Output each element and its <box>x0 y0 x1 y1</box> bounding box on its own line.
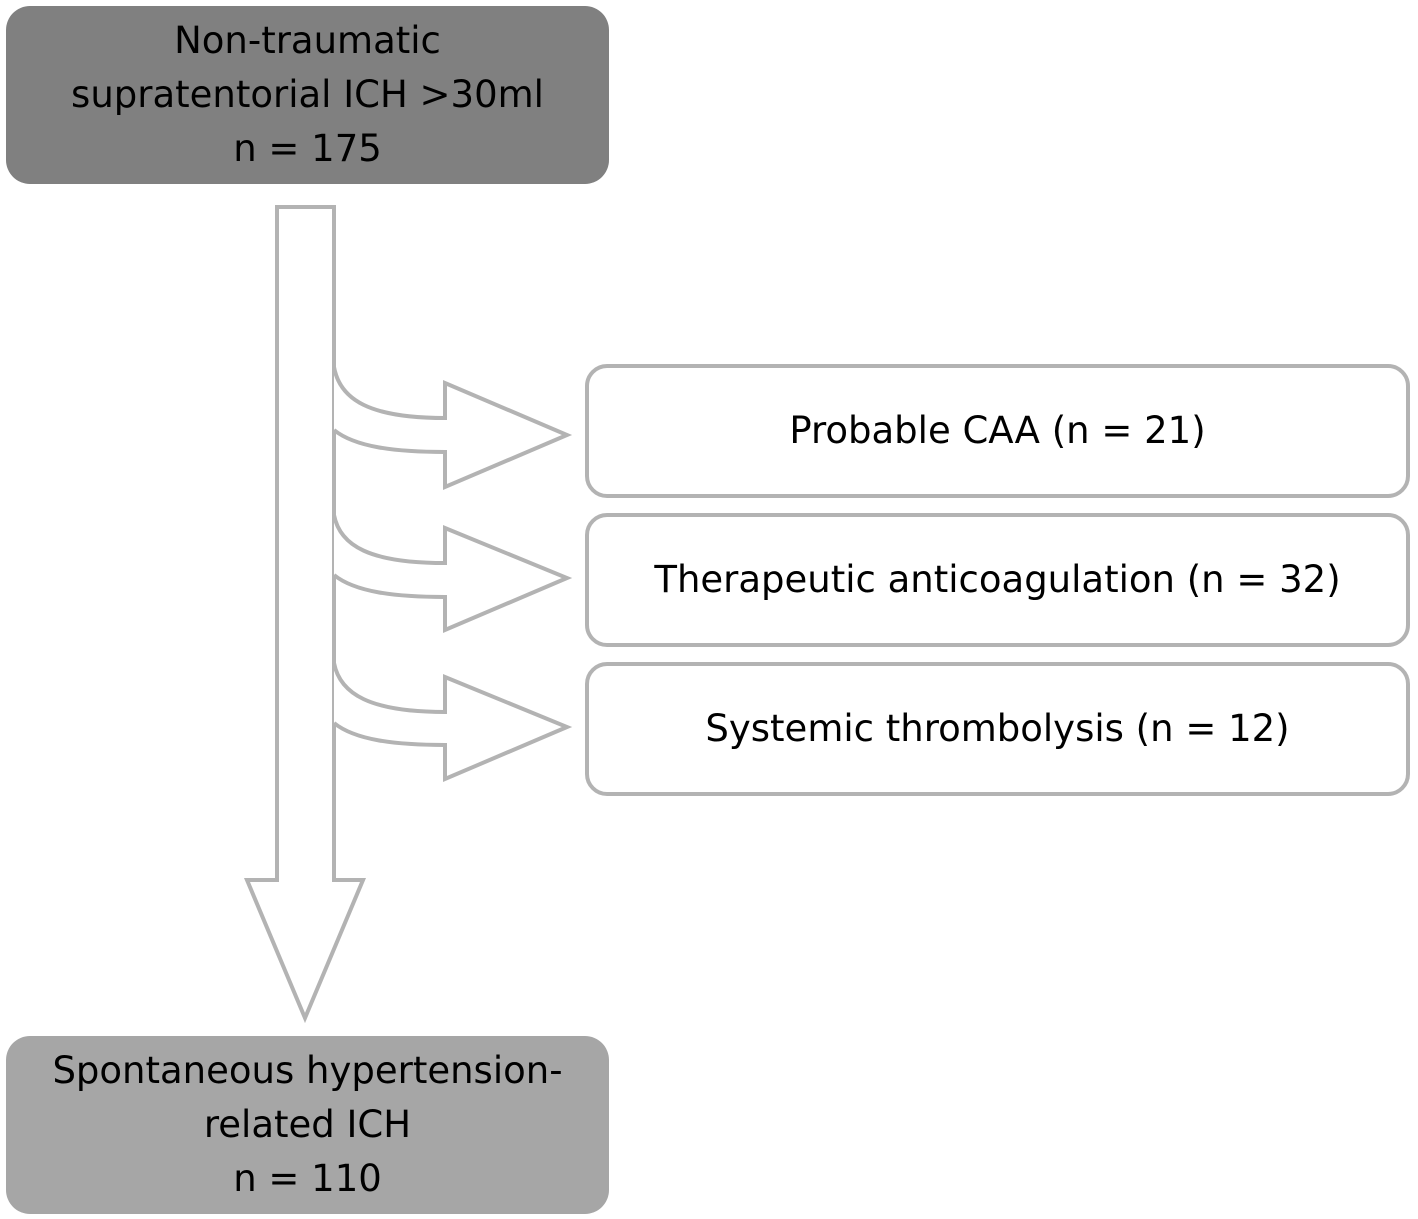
branch-arrow-anticoagulation <box>332 514 573 634</box>
exclusion-box-anticoagulation: Therapeutic anticoagulation (n = 32) <box>585 513 1410 647</box>
final-cohort-box: Spontaneous hypertension- related ICH n … <box>6 1036 609 1214</box>
exclusion-label-anticoagulation: Therapeutic anticoagulation (n = 32) <box>654 558 1341 601</box>
initial-cohort-count: n = 175 <box>233 127 382 170</box>
branch-arrow-thrombolysis <box>332 662 573 783</box>
exclusion-box-thrombolysis: Systemic thrombolysis (n = 12) <box>585 662 1410 796</box>
final-cohort-count: n = 110 <box>233 1157 382 1200</box>
final-cohort-line1: Spontaneous hypertension- <box>52 1049 563 1092</box>
main-down-arrow <box>243 205 367 1024</box>
final-cohort-line2: related ICH <box>203 1103 412 1146</box>
exclusion-label-caa: Probable CAA (n = 21) <box>789 409 1206 452</box>
initial-cohort-line2: supratentorial ICH >30ml <box>71 73 544 116</box>
exclusion-label-thrombolysis: Systemic thrombolysis (n = 12) <box>705 707 1290 750</box>
exclusion-box-caa: Probable CAA (n = 21) <box>585 364 1410 498</box>
branch-arrow-caa <box>332 366 573 491</box>
initial-cohort-box: Non-traumatic supratentorial ICH >30ml n… <box>6 6 609 184</box>
initial-cohort-line1: Non-traumatic <box>174 19 441 62</box>
